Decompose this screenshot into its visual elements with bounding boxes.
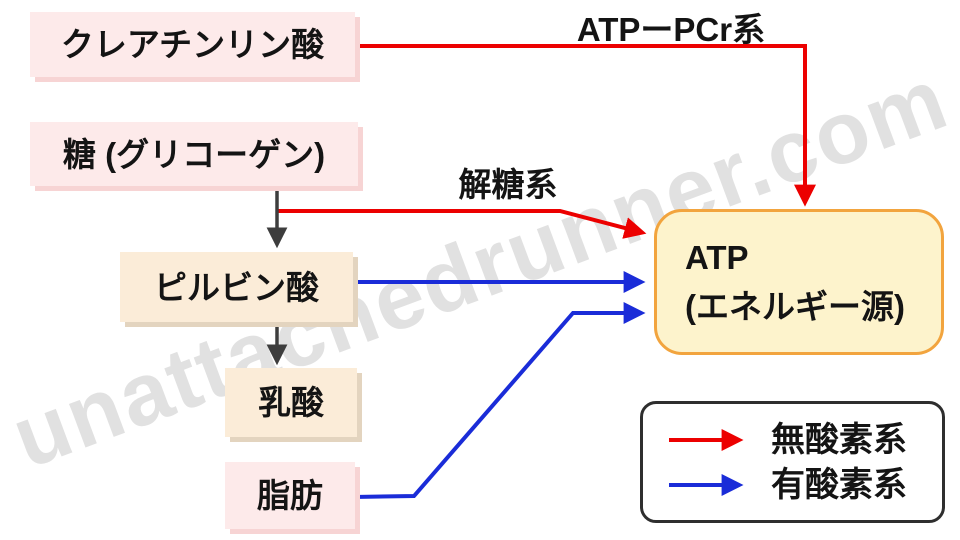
node-atp-title: ATP [685, 239, 749, 276]
arrow-glycolysis-to-atp [278, 209, 647, 239]
node-glycogen-label: 糖 (グリコーゲン) [62, 135, 326, 173]
node-creatine-phosphate-label: クレアチンリン酸 [60, 26, 325, 63]
legend-blue-arrow-icon [669, 473, 744, 496]
node-fat-label: 脂肪 [257, 477, 323, 514]
node-pyruvate-label: ピルビン酸 [154, 268, 319, 306]
node-fat: 脂肪 [225, 462, 355, 529]
node-creatine-phosphate: クレアチンリン酸 [30, 12, 355, 77]
node-atp-subtitle: (エネルギー源) [685, 288, 905, 325]
edge-label-glycolysis: 解糖系 [458, 166, 558, 203]
edge-label-atp-pcr: ATPーPCr系 [576, 11, 766, 48]
node-glycogen: 糖 (グリコーゲン) [30, 122, 358, 186]
arrow-creatine-to-atp [357, 44, 816, 207]
legend-box: 無酸素系 有酸素系 [640, 401, 945, 523]
arrow-fat-to-atp [352, 302, 646, 499]
legend-label-anaerobic: 無酸素系 [771, 420, 907, 459]
legend-row-anaerobic: 無酸素系 [667, 423, 942, 457]
legend-row-aerobic: 有酸素系 [667, 468, 942, 502]
node-pyruvate: ピルビン酸 [120, 252, 353, 322]
legend-red-arrow-icon [669, 428, 744, 451]
node-atp: ATP (エネルギー源) [654, 209, 944, 355]
node-lactate-label: 乳酸 [258, 384, 324, 421]
legend-label-aerobic: 有酸素系 [771, 465, 907, 504]
node-lactate: 乳酸 [225, 368, 357, 437]
